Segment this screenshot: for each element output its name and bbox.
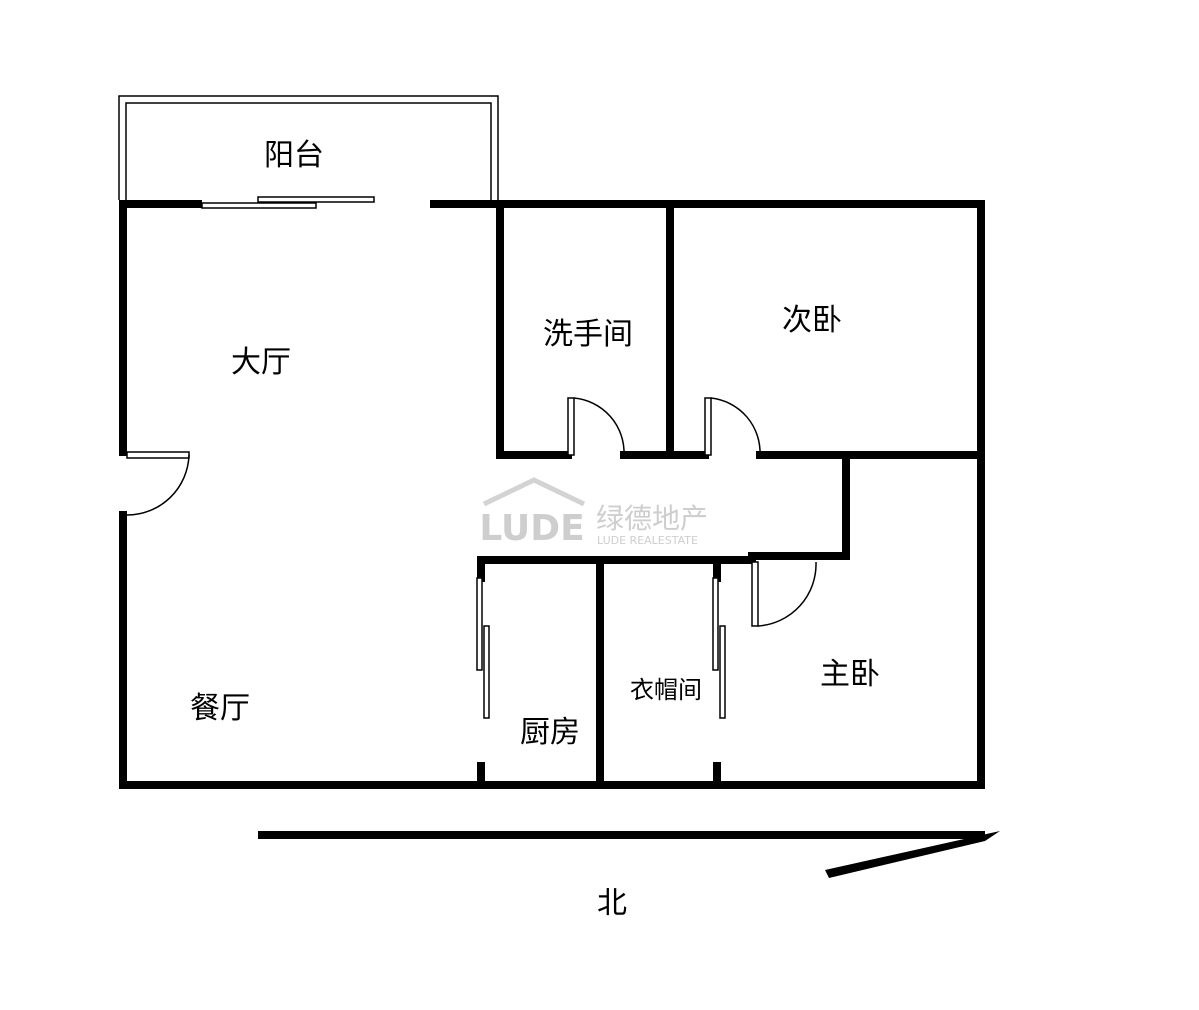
walls — [119, 200, 985, 789]
north-arrow — [258, 831, 1000, 878]
sliding-doors — [476, 577, 726, 719]
watermark-name: 绿德地产 — [596, 502, 708, 535]
doors — [126, 397, 817, 627]
balcony-sliding-door — [201, 196, 375, 209]
room-label-living-room: 大厅 — [231, 345, 291, 380]
room-label-bathroom: 洗手间 — [543, 317, 633, 352]
watermark-house-icon — [482, 477, 586, 507]
watermark-logo: LUDE — [479, 508, 584, 549]
compass-label-north: 北 — [597, 886, 627, 921]
room-label-cloakroom: 衣帽间 — [630, 676, 702, 704]
room-label-second-bedroom: 次卧 — [782, 303, 842, 338]
room-label-dining-room: 餐厅 — [190, 691, 250, 726]
balcony-outline — [118, 95, 499, 200]
watermark: LUDE 绿德地产 LUDE REALESTATE — [479, 477, 708, 549]
watermark-subtitle: LUDE REALESTATE — [597, 534, 698, 547]
room-label-kitchen: 厨房 — [520, 715, 580, 750]
room-label-balcony: 阳台 — [264, 138, 324, 173]
room-label-master-bedroom: 主卧 — [820, 657, 880, 692]
